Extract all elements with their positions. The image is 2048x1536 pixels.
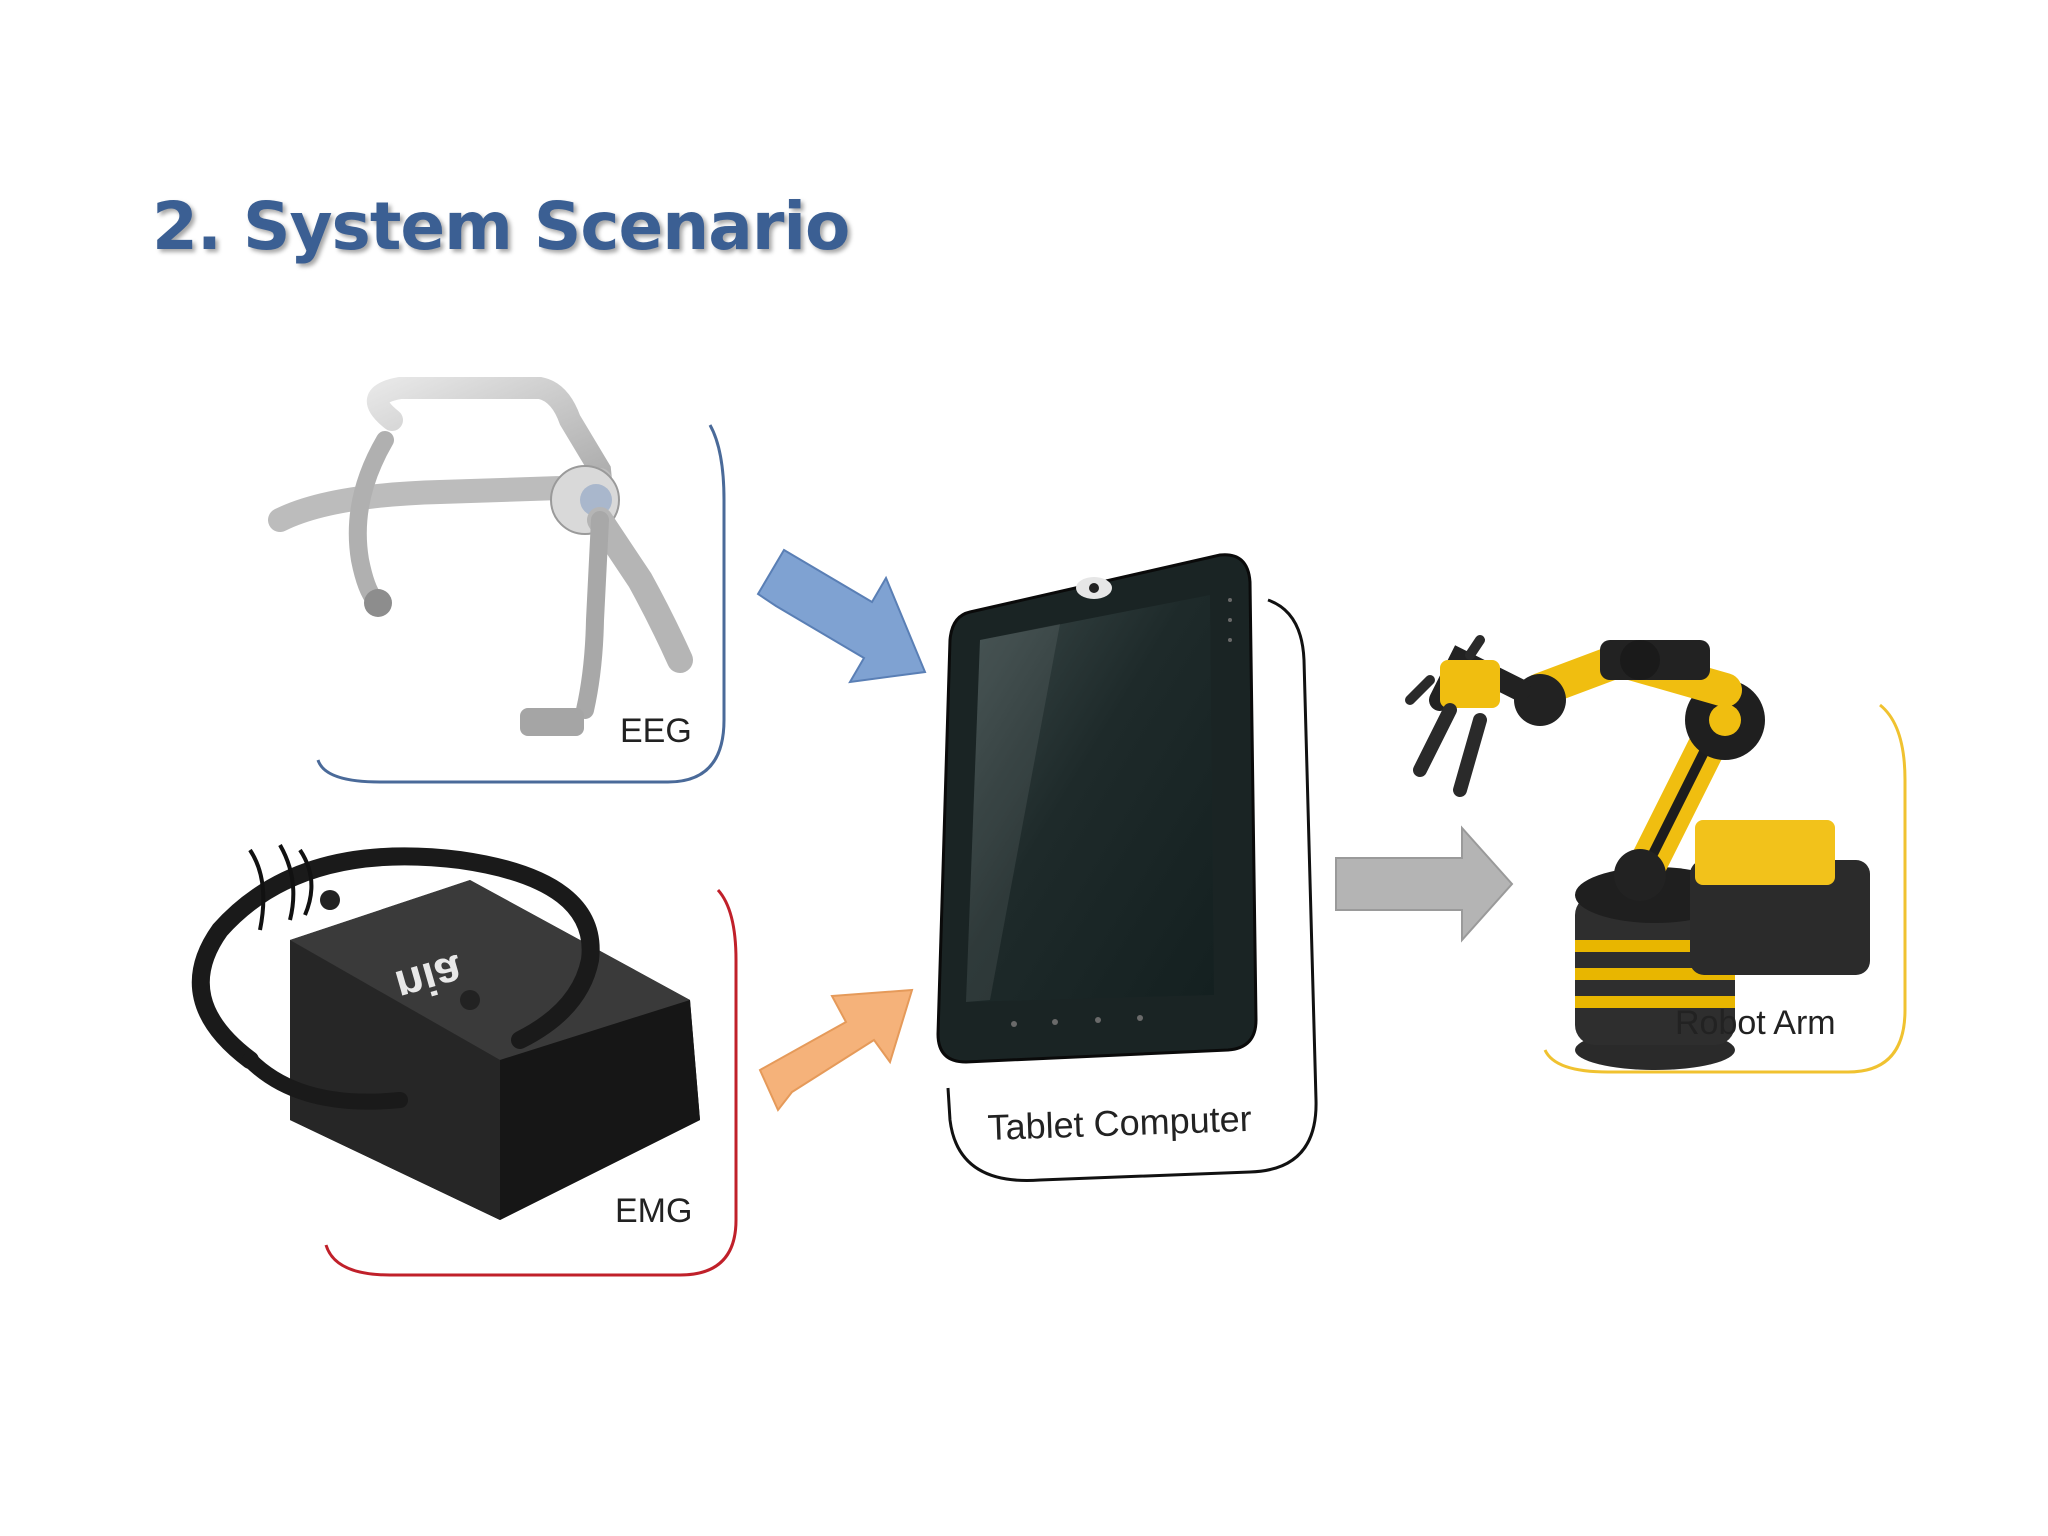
arrow-tablet-to-robot [1335,825,1514,943]
tablet-label: Tablet Computer [987,1098,1252,1148]
eeg-frame [316,424,726,784]
robot-frame [1543,703,1907,1074]
emg-node: nia EMG [191,844,738,1277]
robot-node: Robot Arm [1405,635,1907,1074]
eeg-label: EEG [620,712,692,750]
eeg-headset-icon [268,377,693,736]
emg-label: EMG [615,1192,692,1230]
eeg-node: EEG [268,377,726,784]
tablet-frame [946,598,1318,1182]
slide-title: 2. System Scenario [152,188,850,265]
arrow-eeg-to-tablet [756,548,927,684]
emg-headband-icon: nia [191,844,700,1220]
tablet-node: Tablet Computer [936,553,1318,1182]
robot-label: Robot Arm [1675,1004,1836,1042]
arrow-emg-to-tablet [758,988,914,1112]
emg-frame [324,888,738,1277]
robot-arm-icon [1405,635,1870,1070]
tablet-icon [936,553,1258,1064]
